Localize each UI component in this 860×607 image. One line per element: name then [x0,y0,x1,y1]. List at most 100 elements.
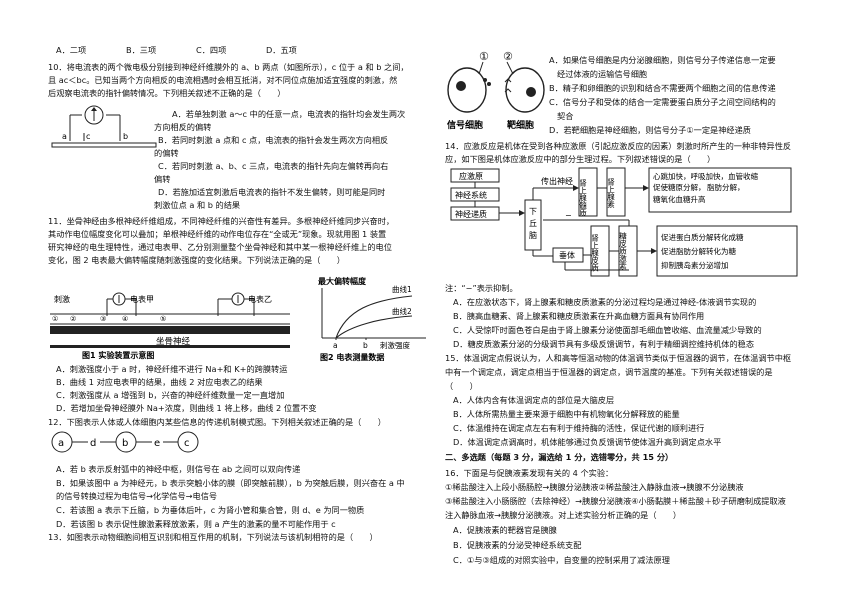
q13-signal-cell-label: 信号细胞 [447,119,483,131]
q14-effect-6: 促进脂肪分解转化为糖 [661,246,736,256]
q10-option-c: C．若同时刺激 a、b、c 三点，电流表的指针先向左偏转再向右 [158,161,389,171]
q10-option-d-cont: 刺激位点 a 和 b 的结果 [154,200,241,210]
q13-option-a: A．如果信号细胞是内分泌腺细胞，则信号分子传递信息一定要 [549,55,776,65]
figure-1-apparatus: 刺激 电表甲 电表乙 ① ② ③ ④ ⑤ 坐骨神经 图1 实验装置 [50,292,290,360]
q10-stem-2: 且 ac＜bc。已知当两个方向相反的电流相遇时会相互抵消，对不同位点施加适宜强度… [48,75,398,85]
q11-option-c: C．刺激强度从 a 增强到 b，兴奋的神经纤维数量一定一直增加 [56,390,285,400]
q10-option-a-cont: 方向相反的偏转 [154,122,212,132]
q14-stem-2: 应，如下图是机体应激反应中的部分生理过程。下列叙述错误的是（ ） [445,154,716,164]
fig2-curve1-label: 曲线1 [392,284,412,294]
q11-stem-2: 其动作电位幅度变化可以叠加；单根神经纤维的动作电位存在“全或无”现象。现就用图 … [48,229,387,239]
q14-hypothalamus-2: 丘 [529,219,537,228]
fig1-meter2-label: 电表乙 [248,294,272,304]
q10-figure: a c b [51,105,157,148]
fig2-tick-a: a [333,341,338,350]
fig1-meter1-label: 电表甲 [130,294,154,304]
q15-stem-1: 15．体温调定点假说认为，人和高等恒温动物的体温调节类似于恒温器的调节，在体温调… [445,353,792,363]
q10-option-d: D．若施加适宜刺激后电流表的指针不发生偏转，则可能是同时 [158,187,386,197]
q11-option-a: A．刺激强度小于 a 时，神经纤维不进行 Na+和 K+的跨膜转运 [56,364,288,374]
q16-option-c: C．①与③组成的对照实验中，自变量的控制采用了减法原理 [453,555,670,565]
q13-figure: ① ② 信号细胞 靶细胞 [447,50,545,131]
svg-text:−: − [565,211,572,220]
q16-stem-1: 16．下面是与促胰液素发现有关的 4 个实验： [445,468,614,478]
q12-option-b-cont: 的信号转换过程为电信号→化学信号→电信号 [56,491,218,501]
q16-stem-4: 注入静脉血液→胰腺分泌胰液。对上述实验分析正确的是（ ） [445,510,682,520]
fig1-caption: 图1 实验装置示意图 [82,350,154,360]
q14-adrenal-cortex: 肾上腺皮质 [590,234,599,273]
section-2-heading: 二、多选题（每题 3 分，漏选给 1 分，选错零分，共 15 分） [445,452,674,462]
q14-note: 注：“−”表示抑制。 [445,283,518,293]
q16-option-b: B．促胰液素的分泌受神经系统支配 [453,540,582,550]
q12-option-a: A．若 b 表示反射弧中的神经中枢，则信号在 ab 之间可以双向传递 [56,464,301,474]
q14-hypothalamus-1: 下 [529,207,537,216]
fig2-ytitle: 最大偏转幅度 [318,276,367,286]
q15-option-a: A．人体内含有体温调定点的部位是大脑皮层 [453,395,615,405]
q12-node-b: b [122,438,128,449]
q14-option-c: C．人受惊吓时面色苍白是由于肾上腺素分泌使面部毛细血管收缩、血流量减少导致的 [453,325,762,335]
q13-num-1: ① [479,50,489,63]
q14-effect-1: 心跳加快，呼吸加快，血管收缩 [653,171,758,181]
q16-stem-2: ①稀盐酸注入上段小肠肠腔→胰腺分泌胰液②稀盐酸注入静脉血液→胰腺不分泌胰液 [445,482,744,492]
q14-hypothalamus-3: 脑 [529,230,537,240]
q13-option-c: C．信号分子和受体的结合一定需要蛋白质分子之间空间结构的 [549,97,776,107]
fig2-xlabel: 刺激强度 [380,340,410,350]
q16-option-a: A．促胰液素的靶器官是胰腺 [453,525,557,535]
q14-stem-1: 14．应激反应是机体在受到各种应激原（引起应激反应的因素）刺激时所产生的一种非特… [445,141,792,151]
q12-option-b: B．如果该图中 a 为神经元，b 表示突触小体的膜（即突触前膜），b 为突触后膜… [56,478,405,488]
q13-option-b: B．精子和卵细胞的识别和结合不需要两个细胞之间的信息传递 [549,83,776,93]
q14-nervous-system: 神经系统 [455,190,487,200]
q12-figure: a d b e c [51,431,199,453]
q13-option-d: D．若靶细胞是神经细胞，则信号分子①一定是神经递质 [549,125,751,135]
q11-stem-4: 变化，图 2 电表最大偏转幅度随刺激强度的变化结果。下列说法正确的是（ ） [48,255,345,265]
q14-glucocorticoid: 糖皮质激素 [618,231,627,270]
fig1-num-4: ④ [122,315,128,323]
q10-option-b-cont: 的偏转 [154,148,179,158]
q13-num-2: ② [503,50,513,63]
fig1-num-1: ① [52,315,58,323]
q14-effect-5: 促进蛋白质分解转化成糖 [661,232,744,242]
q14-effect-2: 促使糖原分解， [653,182,706,192]
q14-efferent-nerve: 传出神经 [541,176,573,186]
q11-stem-3: 研究神经的电生理特性，通过电表甲、乙分别测量整个坐骨神经和其中某一根神经纤维上的… [48,242,392,252]
q14-pituitary: 垂体 [559,250,575,260]
q10-label-a: a [62,132,67,141]
q12-node-e: e [154,438,160,449]
q12-stem: 12．下图表示人体或人体细胞内某些信息的传递机制模式图。下列相关叙述正确的是（ … [48,417,386,427]
q14-stress-diagram: 应激原 神经系统 神经递质 下 丘 脑 传出神经 肾上腺髓质 肾上腺素 [450,167,798,277]
q13-option-a-cont: 经过体液的运输信号细胞 [557,69,648,79]
q11-stem-1: 11．坐骨神经由多根神经纤维组成，不同神经纤维的兴奋性有差异。多根神经纤维同步兴… [48,216,395,226]
q12-node-c: c [184,438,190,449]
fig1-num-3: ③ [100,315,106,323]
q10-option-c-cont: 偏转 [154,174,171,184]
q14-option-d: D．糖皮质激素分泌的分级调节具有多级反馈调节，有利于精细调控维持机体的稳态 [453,339,755,349]
q12-node-d: d [90,438,96,449]
q14-option-b: B．胰高血糖素、肾上腺素和糖皮质激素在升高血糖方面具有协同作用 [453,311,705,321]
q14-effect-3: 脂肪分解， [707,182,745,192]
q14-effect-7: 抑制胰岛素分泌增加 [661,260,729,270]
q14-epinephrine: 肾上腺素 [606,178,615,209]
figure-2-chart: 最大偏转幅度 曲线1 曲线2 a b 刺激强度 图2 电表测量数据 [318,276,426,362]
q12-option-d: D．若该图 b 表示促性腺激素释放激素，则 a 产生的激素的量不可能作用于 c [56,519,336,529]
q14-stressor: 应激原 [459,171,483,181]
fig1-nerve-label: 坐骨神经 [156,336,191,347]
q14-neurotransmitter: 神经递质 [455,209,487,219]
q11-option-b: B．曲线 1 对应电表甲的结果，曲线 2 对应电表乙的结果 [56,377,263,387]
fig2-caption: 图2 电表测量数据 [320,352,384,362]
fig2-tick-b: b [363,341,368,350]
q14-effect-4: 糖氧化血糖升高 [653,194,706,204]
fig1-stimulus-label: 刺激 [54,294,70,304]
q14-option-a: A．在应激状态下，肾上腺素和糖皮质激素的分泌过程均是通过神经-体液调节实现的 [453,297,757,307]
fig1-num-2: ② [70,315,76,323]
q14-adrenal-medulla: 肾上腺髓质 [578,179,587,218]
q13-target-cell-label: 靶细胞 [507,119,534,131]
q13-option-c-cont: 契合 [557,111,574,121]
fig1-num-5: ⑤ [160,315,166,323]
q15-stem-2: 中有一个调定点，调定点相当于恒温器的调定点，调节温度的基准。下列有关叙述错误的是 [445,367,773,377]
q10-stem-3: 后观察电流表的指针偏转情况。下列相关叙述不正确的是（ ） [48,88,286,98]
q10-option-b: B．若同时刺激 a 点和 c 点，电流表的指针会发生两次方向相反 [158,135,389,145]
q15-option-d: D．体温调定点调高时，机体能够通过负反馈调节使体温升高到调定点水平 [453,437,722,447]
q16-stem-3: ③稀盐酸注入小肠肠腔（去除神经）→胰腺分泌胰液④小肠黏膜＋稀盐酸＋砂子研磨制成提… [445,496,786,506]
q15-option-b: B．人体所需热量主要来源于细胞中有机物氧化分解释放的能量 [453,409,680,419]
